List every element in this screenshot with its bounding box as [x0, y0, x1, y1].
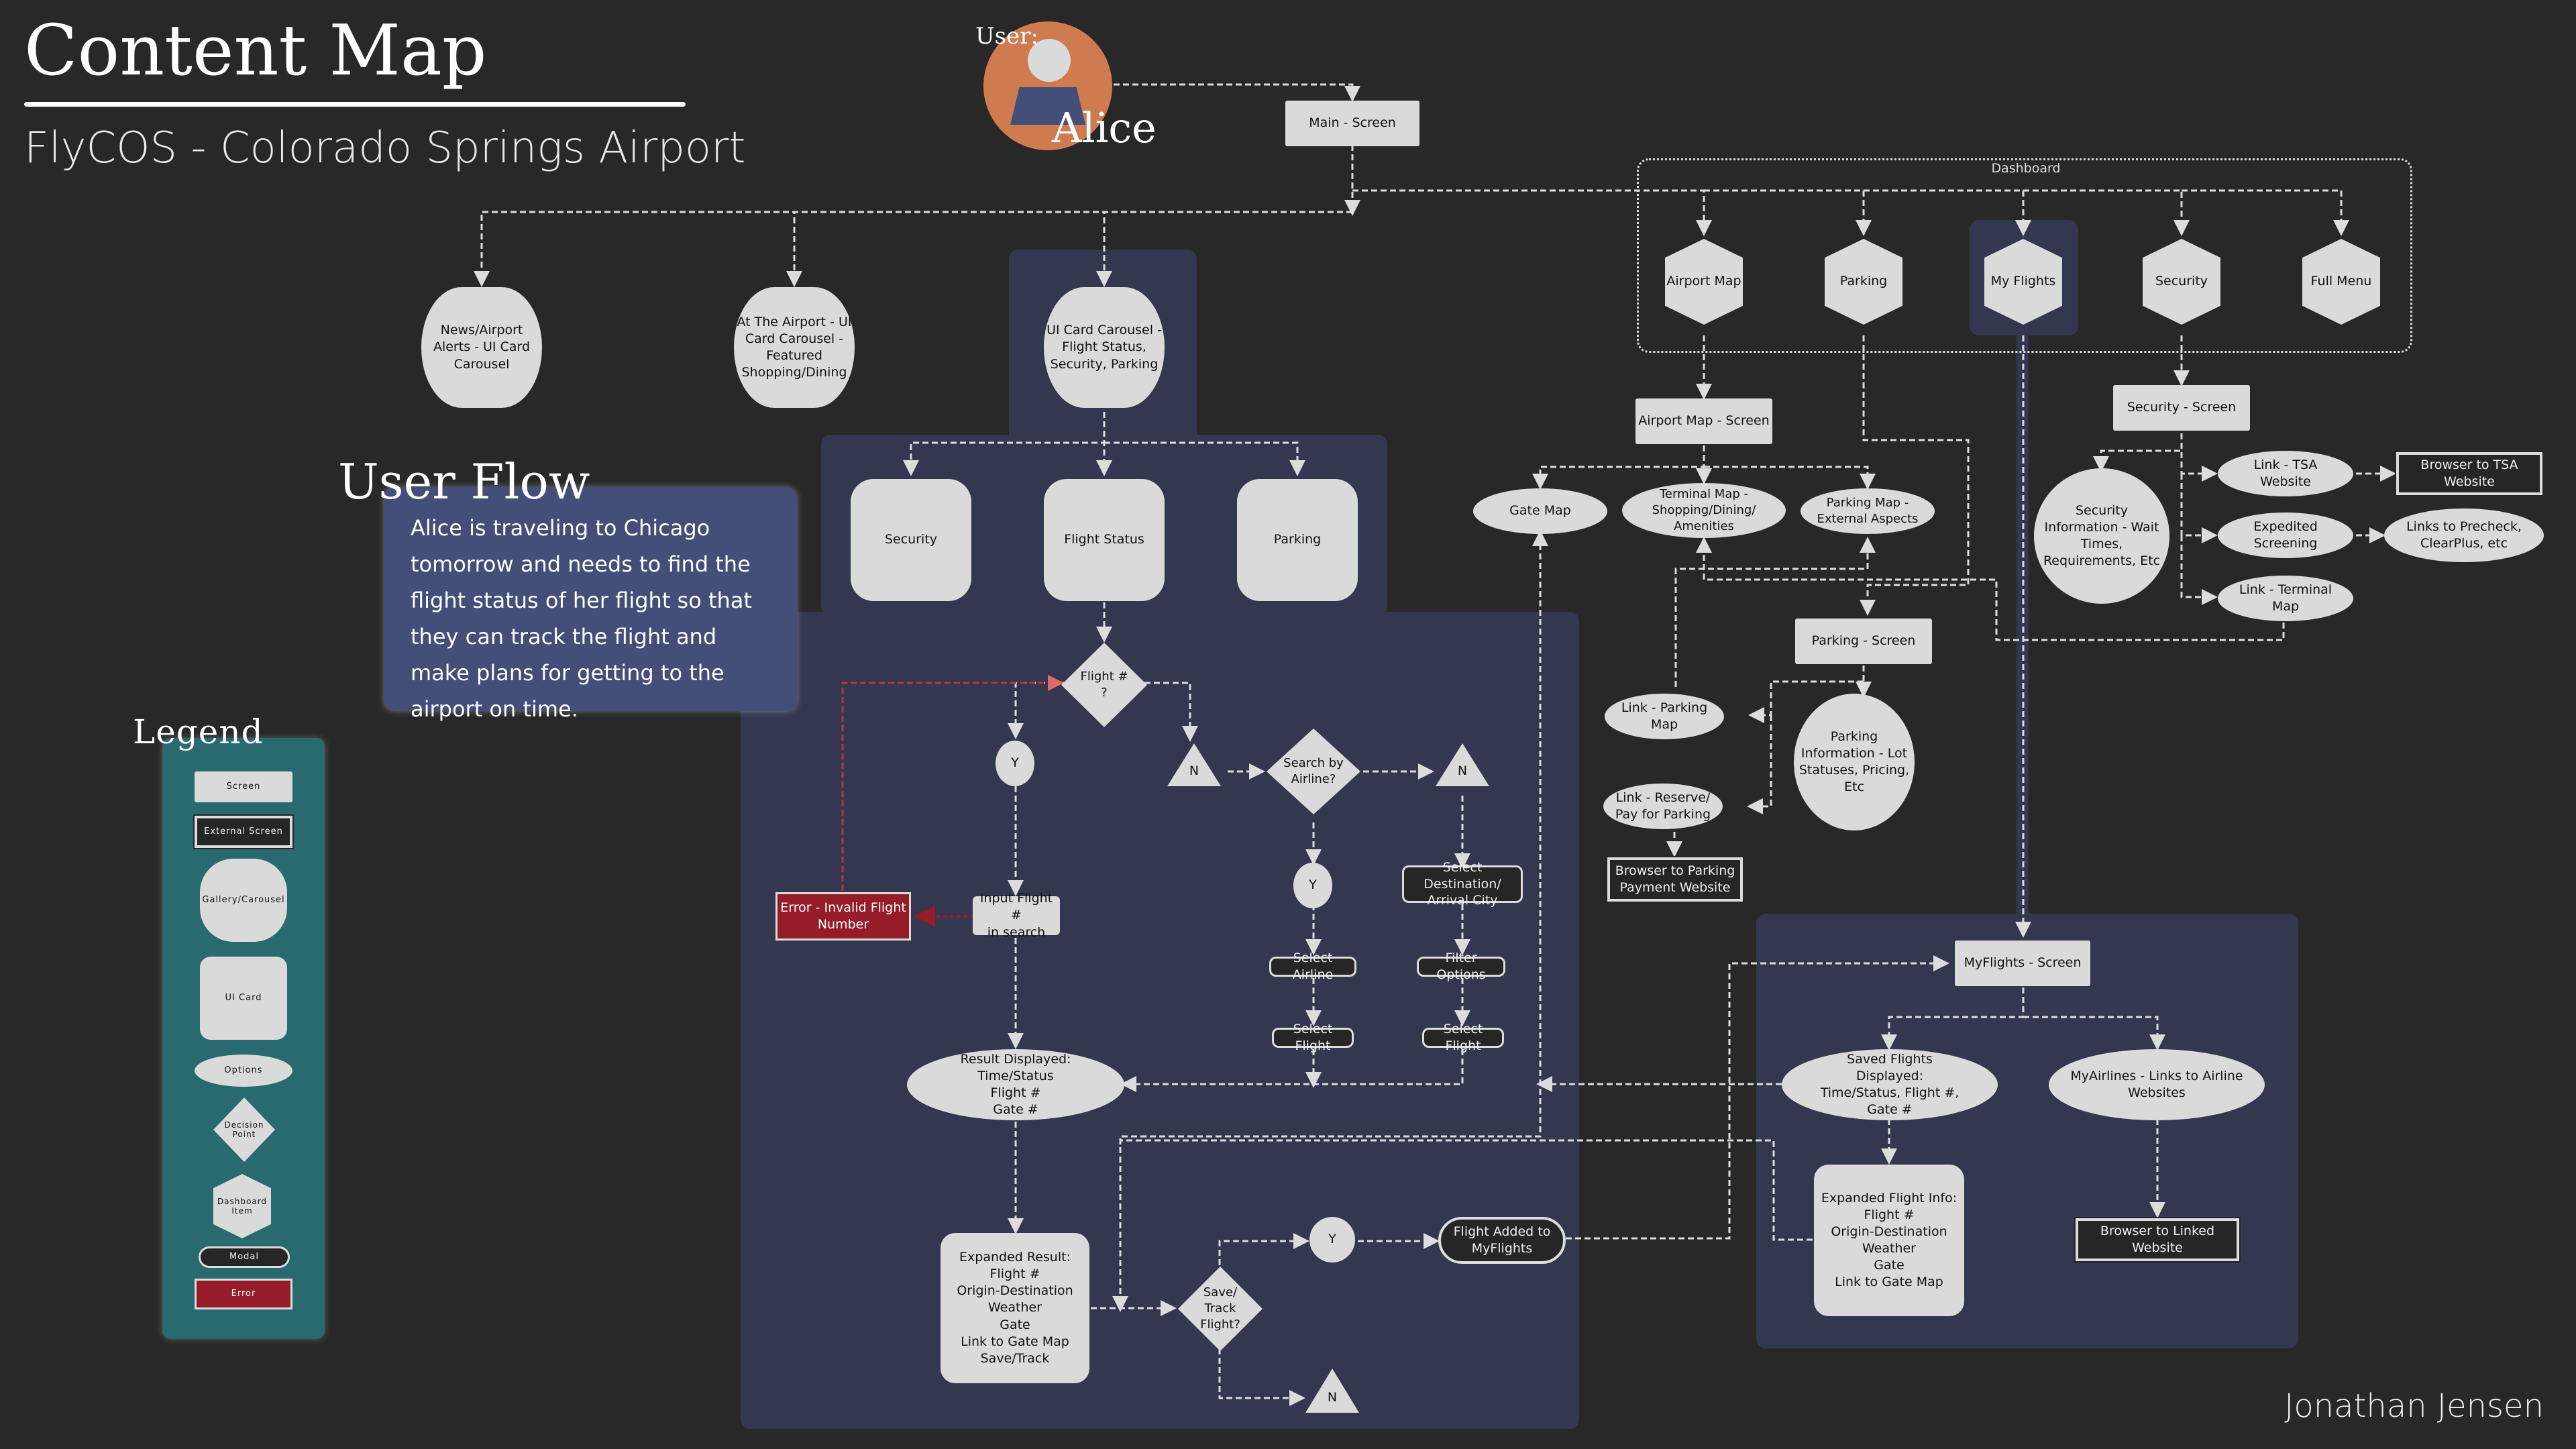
highlight-connector-myflights — [2017, 329, 2029, 919]
title-divider — [24, 102, 686, 107]
option-parking-map[interactable]: Parking Map - External Aspects — [1801, 488, 1935, 534]
external-browser-linked-website[interactable]: Browser to Linked Website — [2074, 1217, 2241, 1263]
user-flow-heading: User Flow — [338, 453, 590, 510]
external-browser-tsa[interactable]: Browser to TSA Website — [2395, 451, 2544, 496]
dashboard-group — [1637, 158, 2412, 353]
edge-user-main — [1114, 83, 1360, 102]
input-flight-number-node[interactable]: Input Flight # in search — [973, 891, 1060, 940]
option-link-tsa[interactable]: Link - TSA Website — [2218, 451, 2353, 496]
card-flight-status[interactable]: Flight Status — [1044, 479, 1165, 601]
modal-select-destination[interactable]: Select Destination/ Arrival City — [1402, 860, 1523, 908]
expanded-flight-info-card[interactable]: Expanded Flight Info: Flight # Origin-De… — [1814, 1165, 1964, 1316]
modal-select-flight-airline[interactable]: Select Flight — [1272, 1022, 1354, 1053]
page-title: Content Map — [24, 9, 487, 91]
legend-heading: Legend — [133, 712, 264, 751]
option-links-precheck[interactable]: Links to Precheck, ClearPlus, etc — [2384, 508, 2544, 562]
user-avatar-body-icon — [1010, 87, 1085, 125]
edge-secscreen-expedited — [2180, 474, 2218, 543]
saved-flights-node[interactable]: Saved Flights Displayed: Time/Status, Fl… — [1782, 1049, 1998, 1120]
dashboard-item-airport-map[interactable]: Airport Map — [1665, 239, 1743, 325]
myflights-screen-node[interactable]: MyFlights - Screen — [1955, 941, 2090, 986]
legend-screen: Screen — [195, 771, 292, 802]
user-avatar-head-icon — [1028, 39, 1071, 82]
edge-parkingscreen-reserve — [1747, 715, 1772, 814]
security-info-node[interactable]: Security Information - Wait Times, Requi… — [2034, 468, 2169, 604]
option-gate-map[interactable]: Gate Map — [1473, 488, 1607, 534]
option-yes-flight-number[interactable]: Y — [996, 741, 1034, 786]
card-security[interactable]: Security — [851, 479, 971, 601]
dashboard-item-full-menu[interactable]: Full Menu — [2302, 239, 2380, 325]
edge-secscreen-tsa — [2180, 433, 2218, 482]
edge-dash-parking-screen — [1860, 335, 1970, 616]
edge-linkterminal-terminalmap — [1696, 537, 2285, 641]
user-story-panel: Alice is traveling to Chicago tomorrow a… — [384, 487, 797, 722]
legend-gallery-carousel: Gallery/Carousel — [200, 859, 287, 942]
page-subtitle: FlyCOS - Colorado Springs Airport — [24, 123, 746, 173]
ui-card-carousel-node[interactable]: UI Card Carousel - Flight Status, Securi… — [1044, 287, 1165, 408]
option-link-terminal-map[interactable]: Link - Terminal Map — [2218, 576, 2353, 621]
option-yes-save[interactable]: Y — [1309, 1217, 1355, 1263]
legend-error: Error — [195, 1279, 292, 1309]
expanded-result-card[interactable]: Expanded Result: Flight # Origin-Destina… — [941, 1233, 1089, 1383]
author-name: Jonathan Jensen — [2284, 1387, 2544, 1425]
option-expedited-screening[interactable]: Expedited Screening — [2218, 513, 2353, 558]
user-name: Alice — [1052, 103, 1157, 152]
edge-linkparking-parkingmap — [1674, 537, 1876, 687]
dashboard-item-parking[interactable]: Parking — [1825, 239, 1902, 325]
edge-secscreen-terminal — [2180, 535, 2218, 605]
edge-secscreen-info — [2093, 433, 2183, 472]
dashboard-label: Dashboard — [1991, 161, 2061, 176]
legend-dashboard-item: Dashboard Item — [213, 1174, 271, 1238]
option-terminal-map[interactable]: Terminal Map - Shopping/Dining/ Amenitie… — [1622, 483, 1786, 538]
modal-filter-options[interactable]: Filter Options — [1417, 951, 1505, 982]
result-displayed-node[interactable]: Result Displayed: Time/Status Flight # G… — [907, 1049, 1124, 1120]
user-label: User: — [975, 23, 1038, 50]
main-screen-node[interactable]: Main - Screen — [1285, 101, 1419, 146]
error-invalid-flight-number[interactable]: Error - Invalid Flight Number — [775, 892, 911, 941]
dashboard-item-my-flights[interactable]: My Flights — [1984, 239, 2062, 325]
option-link-reserve-parking[interactable]: Link - Reserve/ Pay for Parking — [1603, 784, 1723, 829]
parking-info-node[interactable]: Parking Information - Lot Statuses, Pric… — [1794, 694, 1915, 830]
legend-options: Options — [195, 1055, 292, 1087]
modal-flight-added[interactable]: Flight Added to MyFlights — [1438, 1217, 1566, 1264]
card-parking[interactable]: Parking — [1237, 479, 1358, 601]
legend-modal: Modal — [199, 1246, 290, 1268]
security-screen-node[interactable]: Security - Screen — [2113, 385, 2250, 431]
legend-external-screen: External Screen — [193, 814, 294, 849]
legend-ui-card: UI Card — [200, 957, 287, 1040]
option-link-parking-map[interactable]: Link - Parking Map — [1605, 694, 1724, 739]
edge-ams-gatemap — [1532, 445, 1705, 490]
parking-screen-node[interactable]: Parking - Screen — [1795, 619, 1932, 664]
edge-ams-parkingmap — [1704, 466, 1876, 490]
at-airport-carousel-node[interactable]: At The Airport - UI Card Carousel - Feat… — [734, 287, 855, 408]
airport-map-screen-node[interactable]: Airport Map - Screen — [1635, 398, 1772, 444]
myairlines-node[interactable]: MyAirlines - Links to Airline Websites — [2049, 1049, 2265, 1120]
option-yes-airline[interactable]: Y — [1293, 863, 1332, 908]
modal-select-airline[interactable]: Select Airline — [1269, 951, 1356, 982]
user-avatar — [983, 21, 1112, 150]
edge-main-news — [474, 211, 1352, 287]
news-carousel-node[interactable]: News/Airport Alerts - UI Card Carousel — [421, 287, 542, 408]
dashboard-item-security[interactable]: Security — [2143, 239, 2220, 325]
modal-select-flight-destination[interactable]: Select Flight — [1422, 1022, 1504, 1053]
external-browser-parking-payment[interactable]: Browser to Parking Payment Website — [1606, 856, 1744, 903]
